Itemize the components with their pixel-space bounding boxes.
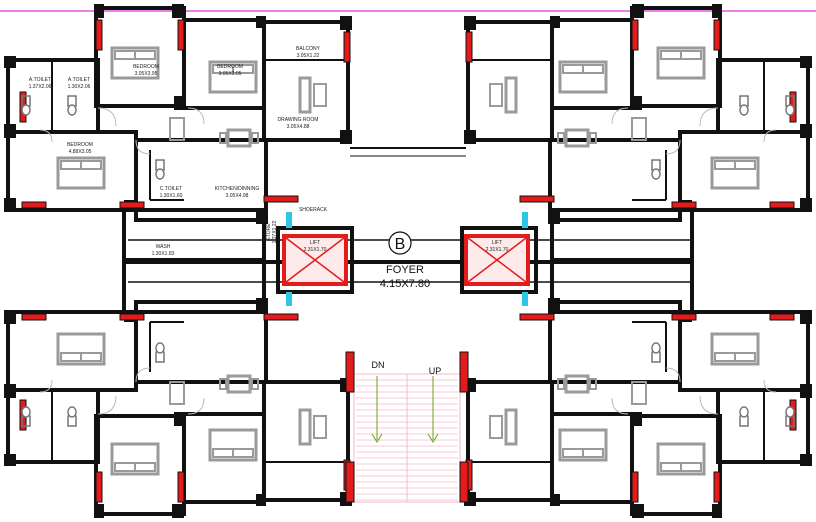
drawing-room-name: DRAWING ROOM [278, 117, 319, 123]
balcony-size: 3.05X1.22 [297, 53, 320, 59]
flat-top-left [4, 4, 352, 262]
bedroom-2-size: 3.05X3.05 [219, 71, 242, 77]
flat-bottom-right [464, 260, 812, 518]
lift-2-name: LIFT [492, 240, 502, 246]
a-toilet-2-name: A.TOILET [68, 77, 90, 83]
flat-bottom-left [4, 260, 352, 518]
stair-arrow-down [371, 376, 383, 443]
kitchen-size: 3.05X4.98 [226, 193, 249, 199]
bedroom-3-name: BEDROOM [67, 142, 93, 148]
stair-arrow-up [427, 376, 439, 443]
a-toilet-2-size: 1.30X2.06 [68, 84, 91, 90]
bedroom-1-size: 3.05X3.95 [135, 71, 158, 77]
store-size: 1.37X1.22 [272, 220, 278, 243]
foyer-size: 4.15X7.80 [380, 278, 430, 290]
room-labels: A.TOILET 1.37X2.06 A.TOILET 1.30X2.06 BE… [29, 46, 509, 257]
glass-strips [286, 212, 528, 306]
foyer-name: FOYER [386, 264, 424, 276]
store-name: STORE [266, 223, 272, 241]
wing-circle [388, 231, 412, 255]
a-toilet-1-name: A.TOILET [29, 77, 51, 83]
lift-lobby-frames [263, 195, 555, 321]
shoerack-name: SHOERACK [299, 207, 328, 213]
stair-down-label: DN [372, 360, 385, 370]
balcony-name: BALCONY [296, 46, 321, 52]
central-core [128, 147, 690, 283]
stair-up-label: UP [429, 366, 442, 376]
c-toilet-size: 1.30X1.60 [160, 193, 183, 199]
lift-right [460, 226, 538, 294]
flat-top-right [464, 4, 812, 262]
kitchen-name: KITCHEN/DINNING [215, 186, 260, 192]
wash-name: WASH [156, 244, 171, 250]
c-toilet-name: C.TOILET [160, 186, 182, 192]
drawing-room-size: 3.05X4.88 [287, 124, 310, 130]
wing-label: B [395, 236, 406, 253]
wash-size: 1.30X1.83 [152, 251, 175, 257]
bedroom-3-size: 4.88X3.05 [69, 149, 92, 155]
a-toilet-1-size: 1.37X2.06 [29, 84, 52, 90]
bedroom-1-name: BEDROOM [133, 64, 159, 70]
lift-left [276, 226, 354, 294]
lift-2-size: 2.31X1.70 [486, 247, 509, 253]
staircase [345, 351, 469, 503]
lift-1-size: 2.31X1.70 [304, 247, 327, 253]
lift-1-name: LIFT [310, 240, 320, 246]
bedroom-2-name: BEDROOM [217, 64, 243, 70]
